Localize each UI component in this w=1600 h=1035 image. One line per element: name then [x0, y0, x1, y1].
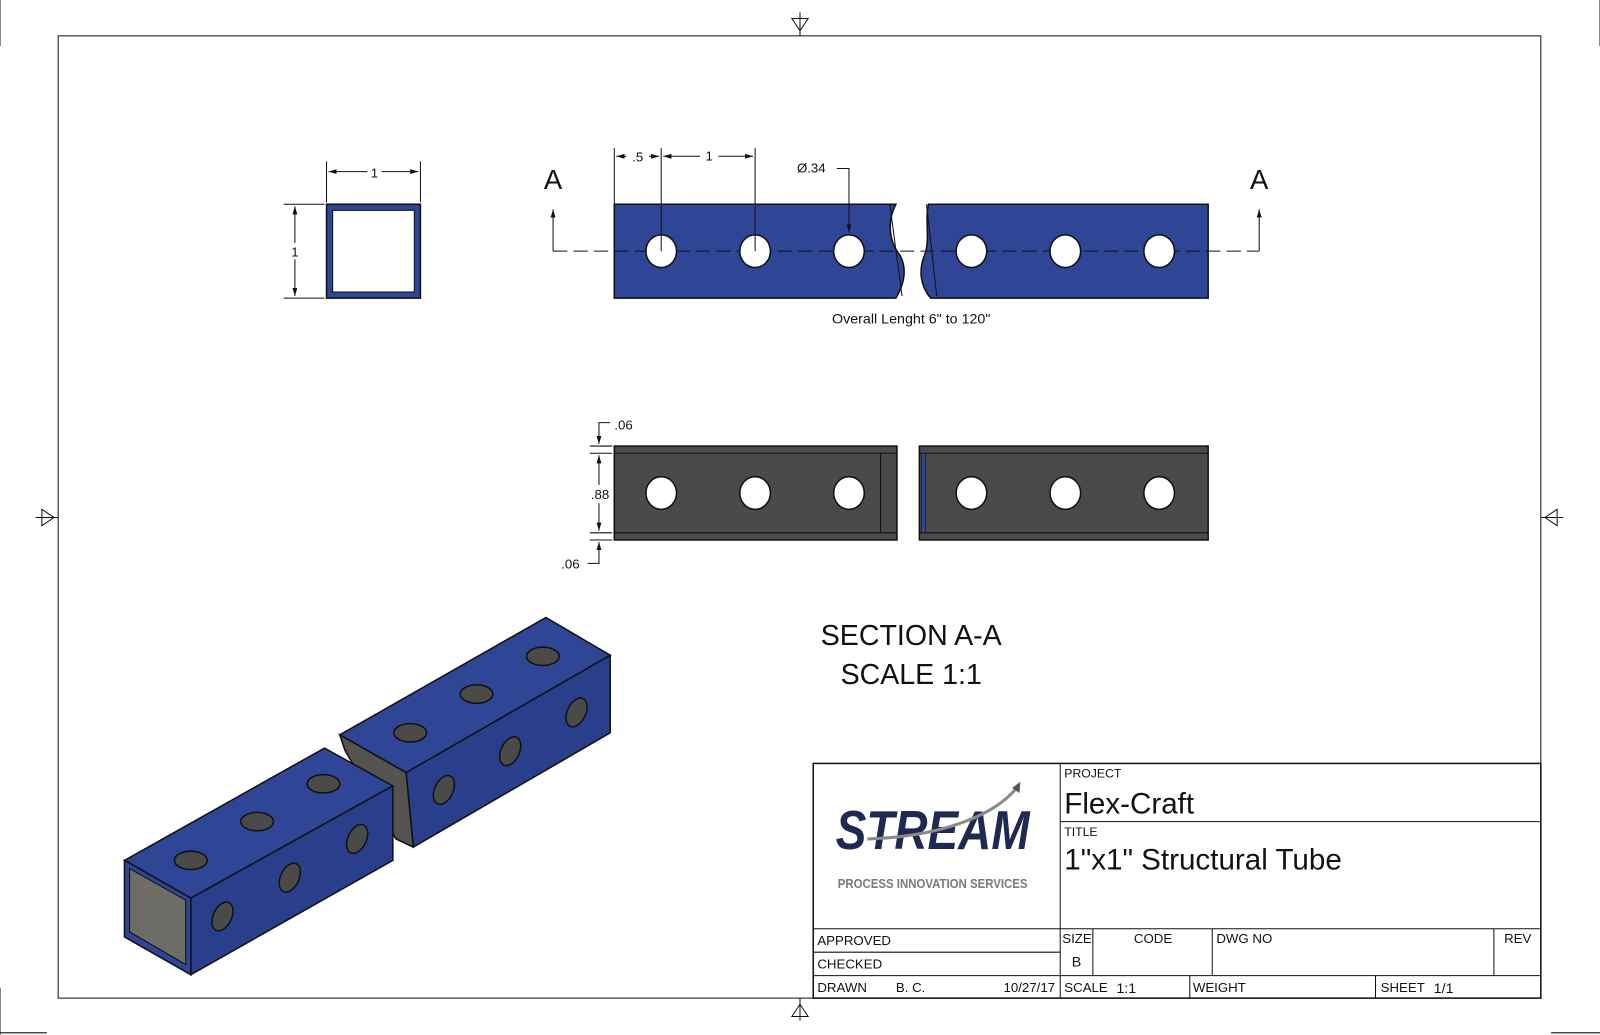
code-label: CODE [1134, 931, 1172, 946]
title-block: STREAM PROCESS INNOVATION SERVICES PROJE… [812, 762, 1542, 999]
sheet-label: SHEET [1381, 980, 1425, 995]
sheet-value: 1/1 [1434, 981, 1454, 997]
title-label: TITLE [1064, 825, 1097, 839]
end-view: 1 1 [283, 161, 422, 299]
length-note: Overall Lenght 6" to 120" [832, 312, 990, 328]
rev-label: REV [1504, 931, 1531, 946]
section-scale: SCALE 1:1 [841, 659, 982, 691]
side-view: .5 1 Ø.34 A A Overall Lenght 6" to 120" [544, 148, 1269, 328]
section-title: SECTION A-A [821, 620, 1002, 652]
weight-label: WEIGHT [1193, 980, 1246, 995]
checked-label: CHECKED [817, 957, 882, 972]
dim-inner-height: .88 [591, 487, 609, 502]
size-value: B [1072, 954, 1082, 970]
title-value: 1"x1" Structural Tube [1064, 844, 1341, 877]
drawn-label: DRAWN [817, 980, 867, 995]
end-view-width-dim: 1 [371, 166, 378, 181]
dim-bottom-wall: .06 [561, 557, 579, 572]
project-value: Flex-Craft [1064, 787, 1194, 820]
scale-label: SCALE [1064, 980, 1108, 995]
size-label: SIZE [1062, 931, 1092, 946]
dwg-no-label: DWG NO [1216, 931, 1272, 946]
drawn-by: B. C. [896, 980, 925, 995]
company-logo: STREAM PROCESS INNOVATION SERVICES [836, 781, 1031, 891]
approved-label: APPROVED [817, 933, 891, 948]
isometric-view [122, 616, 612, 976]
dim-hole-pitch: 1 [705, 148, 712, 163]
section-label-right: A [1250, 164, 1269, 195]
dim-top-wall: .06 [614, 418, 632, 433]
logo-tagline: PROCESS INNOVATION SERVICES [838, 876, 1028, 891]
dim-first-hole: .5 [632, 149, 643, 164]
dim-hole-diameter: Ø.34 [797, 161, 826, 176]
section-view: .06 .88 .06 SECTION A-A SCALE 1:1 [561, 418, 1209, 691]
scale-value: 1:1 [1116, 981, 1136, 997]
project-label: PROJECT [1064, 767, 1122, 781]
end-view-height-dim: 1 [291, 244, 298, 259]
section-label-left: A [544, 164, 563, 195]
centering-marks [35, 12, 1564, 1021]
drawn-date: 10/27/17 [1004, 980, 1056, 995]
